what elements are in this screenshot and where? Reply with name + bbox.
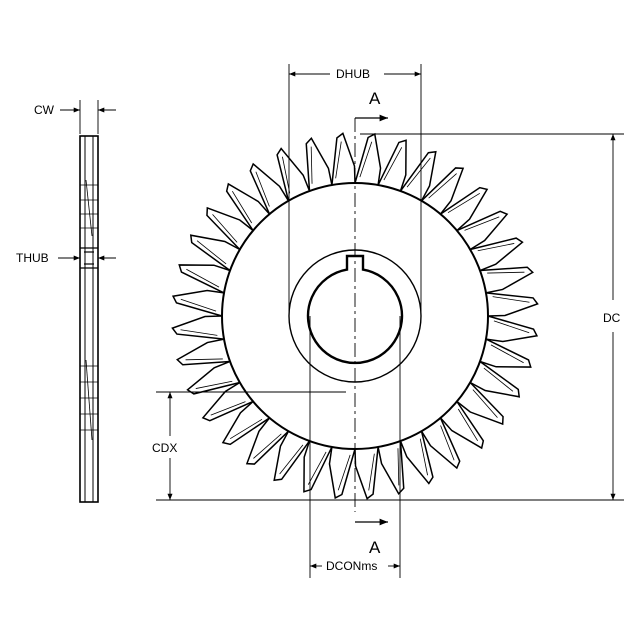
tooth-facet-line (195, 380, 233, 389)
tooth-facet-line (447, 192, 481, 214)
cutter-tooth (305, 137, 333, 192)
tooth-facet-line (493, 320, 530, 334)
cutter-tooth (420, 167, 465, 215)
cutter-tooth (328, 446, 356, 500)
tooth-facet-line (477, 243, 515, 252)
tooth-facet-line (337, 454, 351, 491)
dhub-dimension: DHUB (288, 64, 422, 316)
cutter-tooth (377, 440, 405, 495)
section-label-top: A (369, 89, 381, 108)
side-view-hatch-bottom (80, 359, 98, 441)
cutter-tooth (469, 360, 521, 398)
cutter-tooth (189, 234, 241, 272)
tooth-facet-line (186, 268, 220, 288)
tooth-facet-line (231, 190, 253, 224)
tooth-facet-line (397, 448, 400, 486)
cutter-tooth (439, 401, 485, 450)
thub-dimension: THUB (16, 251, 116, 265)
section-marker-bottom: A (355, 518, 388, 557)
section-marker-top: A (355, 89, 388, 122)
front-view (171, 118, 539, 512)
cutter-tooth (456, 381, 504, 426)
tooth-facet-line (185, 358, 223, 361)
tooth-facet-line (457, 408, 479, 442)
cutter-tooth (479, 266, 534, 294)
tooth-facet-line (492, 296, 530, 303)
bore-keyway (306, 254, 404, 365)
tooth-facet-line (229, 418, 263, 440)
tooth-facet-line (310, 146, 313, 184)
dhub-label: DHUB (336, 67, 370, 81)
cdx-label: CDX (152, 441, 177, 455)
tooth-facet-line (196, 240, 227, 265)
cutter-tooth (245, 417, 290, 465)
tooth-facet-line (406, 157, 431, 188)
tooth-facet-line (383, 147, 403, 181)
cutter-tooth (276, 147, 311, 201)
cutter-tooth (221, 400, 270, 446)
side-view-hatch-top (80, 179, 98, 237)
cutter-tooth (225, 182, 271, 231)
cutter-tooth (485, 315, 539, 343)
cutter-tooth (485, 292, 539, 317)
tooth-facet-line (307, 451, 327, 485)
dc-dimension: DC (156, 133, 624, 501)
tooth-facet-line (359, 141, 373, 178)
cutter-tooth (470, 237, 524, 272)
cutter-tooth (456, 210, 509, 251)
cutter-tooth (186, 360, 240, 395)
tooth-facet-line (210, 401, 246, 416)
cutter-tooth (354, 132, 382, 186)
cutter-teeth (171, 132, 539, 500)
cutter-tooth (249, 162, 290, 215)
tooth-facet-line (212, 214, 238, 243)
cutter-tooth (420, 417, 461, 470)
tooth-facet-line (335, 141, 342, 179)
tooth-facet-line (253, 433, 282, 459)
cutter-tooth (399, 431, 434, 485)
thub-label: THUB (16, 251, 49, 265)
tooth-facet-line (440, 425, 455, 461)
cutter-tooth (440, 186, 489, 232)
tooth-facet-line (428, 173, 457, 199)
dcon-label: DCONms (326, 559, 377, 573)
tooth-facet-line (483, 367, 514, 392)
tooth-facet-line (180, 298, 217, 312)
cw-dimension: CW (34, 100, 116, 134)
cutter-tooth (273, 430, 311, 482)
cutter-tooth (206, 206, 254, 251)
tooth-facet-line (368, 453, 375, 491)
tooth-facet-line (282, 156, 291, 194)
cutter-tooth (176, 338, 231, 366)
tooth-facet-line (472, 389, 498, 418)
cutter-tooth (171, 315, 225, 340)
side-view: CW THUB (16, 100, 116, 503)
tooth-facet-line (180, 329, 218, 336)
dc-label: DC (603, 311, 621, 325)
tooth-facet-line (490, 344, 524, 364)
section-label-bottom: A (369, 538, 381, 557)
side-view-outline (79, 135, 99, 503)
dcon-dimension: DCONms (309, 316, 401, 578)
tooth-facet-line (487, 271, 525, 274)
cutter-tooth (171, 289, 225, 317)
tooth-facet-line (255, 171, 270, 207)
tooth-facet-line (279, 444, 304, 475)
cutter-tooth (331, 132, 356, 186)
tooth-facet-line (419, 438, 428, 476)
tooth-facet-line (464, 216, 500, 231)
cutter-tooth (354, 446, 379, 500)
cw-label: CW (34, 103, 55, 117)
cdx-dimension: CDX (152, 391, 346, 500)
cutter-tooth (399, 150, 437, 202)
